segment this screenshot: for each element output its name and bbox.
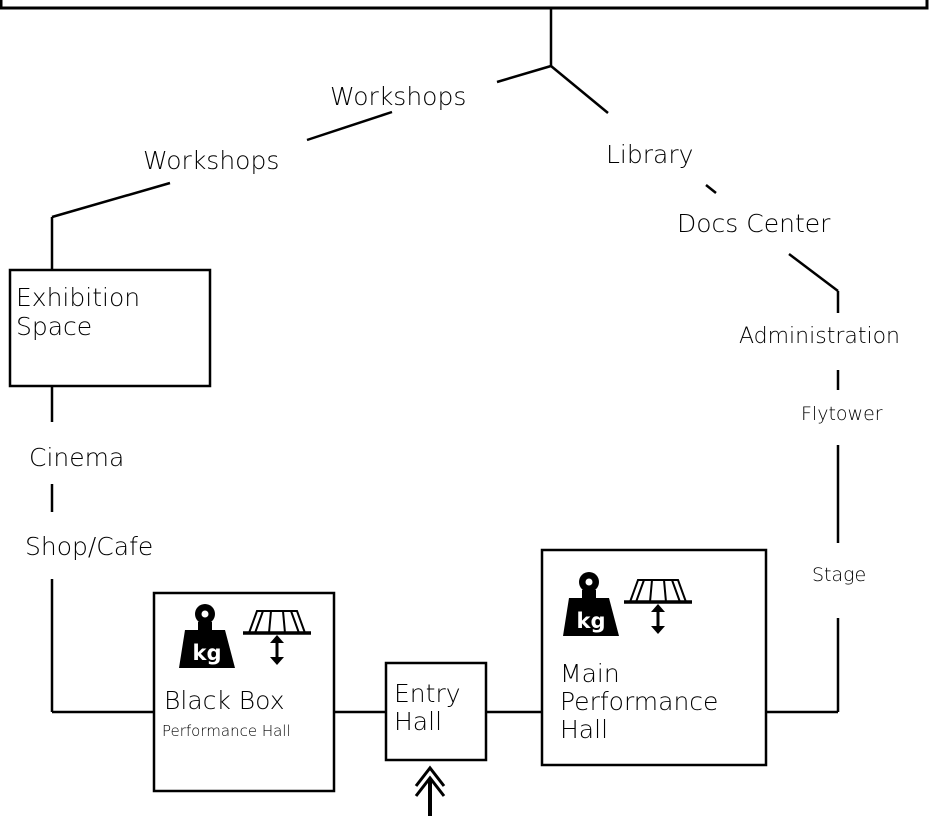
label-workshops-upper: Workshops bbox=[330, 82, 467, 111]
weight-kg-icon: kg bbox=[179, 604, 235, 668]
entry-hall-title-line2: Hall bbox=[394, 707, 443, 736]
label-library: Library bbox=[606, 140, 694, 169]
main-performance-hall-box bbox=[540, 548, 768, 767]
label-stage: Stage bbox=[812, 564, 867, 586]
weight-kg-icon: kg bbox=[563, 572, 619, 636]
label-shop-cafe: Shop/Cafe bbox=[25, 532, 154, 561]
label-cinema: Cinema bbox=[29, 443, 125, 472]
connector-lines bbox=[50, 8, 840, 714]
entry-hall-box bbox=[384, 661, 488, 762]
stage-rig-lift-icon bbox=[243, 610, 311, 665]
label-workshops-lower: Workshops bbox=[143, 146, 280, 175]
entrance-arrow-icon bbox=[414, 765, 446, 816]
main-hall-title-line1: Main bbox=[560, 659, 620, 688]
svg-text:kg: kg bbox=[577, 609, 606, 633]
entry-hall-title-line1: Entry bbox=[394, 679, 461, 708]
svg-text:kg: kg bbox=[193, 641, 222, 665]
black-box-subtitle: Performance Hall bbox=[162, 722, 291, 740]
label-docs-center: Docs Center bbox=[677, 209, 831, 238]
stage-rig-lift-icon bbox=[624, 579, 692, 634]
black-box-hall-box bbox=[152, 591, 336, 793]
top-building-block bbox=[0, 0, 929, 10]
label-flytower: Flytower bbox=[801, 403, 883, 425]
exhibition-space-title-line1: Exhibition bbox=[16, 283, 141, 312]
exhibition-space-title-line2: Space bbox=[16, 312, 93, 341]
main-hall-title-line2: Performance bbox=[560, 687, 719, 716]
main-hall-title-line3: Hall bbox=[560, 715, 609, 744]
label-administration: Administration bbox=[739, 324, 900, 349]
black-box-title: Black Box bbox=[164, 686, 285, 715]
exhibition-space-box bbox=[8, 268, 212, 388]
